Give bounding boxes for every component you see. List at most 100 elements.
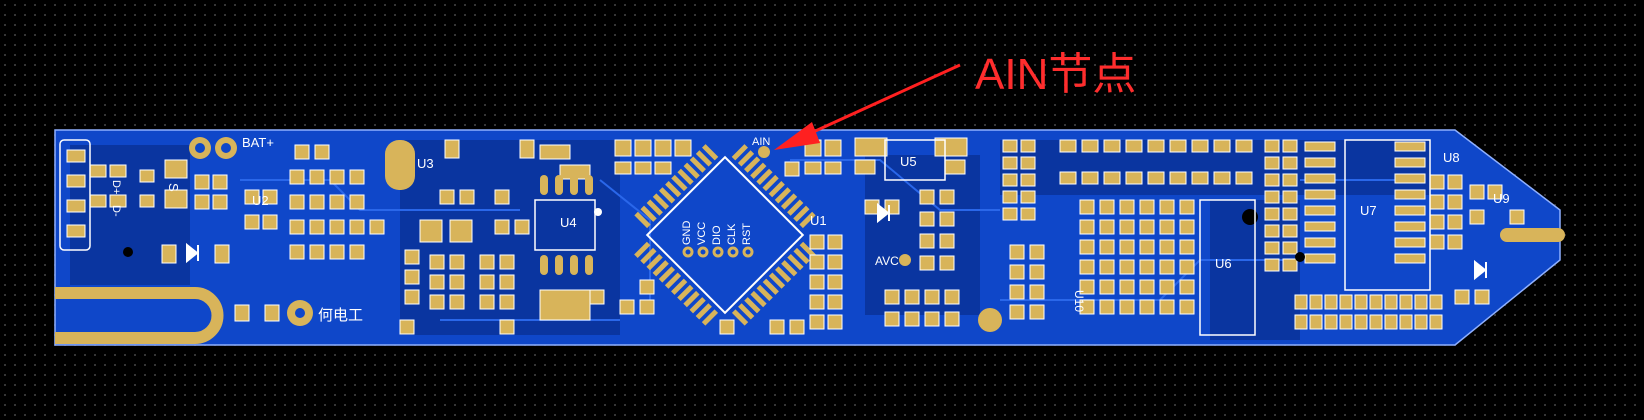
smd-pad bbox=[1282, 156, 1298, 170]
smd-pad bbox=[1399, 314, 1413, 330]
usb-connector-outline bbox=[59, 139, 91, 251]
qfp-pin bbox=[768, 272, 786, 289]
smd-pad bbox=[1324, 314, 1338, 330]
smd-pad bbox=[1384, 314, 1398, 330]
qfp-pin bbox=[689, 156, 706, 173]
qfp-pin bbox=[750, 162, 767, 179]
smd-pad bbox=[1394, 157, 1426, 168]
smd-pad bbox=[1191, 171, 1209, 185]
smd-pad bbox=[1169, 139, 1187, 153]
smd-pad bbox=[1414, 294, 1428, 310]
smd-pad bbox=[1304, 189, 1336, 200]
smd-pad bbox=[1469, 184, 1485, 200]
smd-pad bbox=[1002, 139, 1018, 153]
swd-labels: GND VCC DIO CLK RST bbox=[681, 221, 753, 246]
smd-pad bbox=[1009, 304, 1025, 320]
qfp-pin bbox=[634, 241, 651, 258]
smd-pad bbox=[1429, 174, 1445, 190]
smd-pad bbox=[1354, 314, 1368, 330]
qfp-pin bbox=[652, 193, 670, 210]
smd-pad bbox=[1009, 264, 1025, 280]
smd-pad bbox=[1304, 205, 1336, 216]
smd-pad bbox=[1447, 214, 1463, 230]
smd-pad bbox=[1002, 207, 1018, 221]
smd-pad bbox=[1119, 219, 1135, 235]
smd-pad bbox=[1147, 139, 1165, 153]
label-u4: U4 bbox=[560, 215, 577, 230]
qfp-pin bbox=[787, 199, 804, 216]
qfp-pin bbox=[689, 297, 706, 314]
smd-pad bbox=[1282, 207, 1298, 221]
qfp-pin bbox=[702, 144, 719, 161]
smd-pad bbox=[1235, 139, 1253, 153]
smd-pad bbox=[1119, 199, 1135, 215]
smd-pad bbox=[1304, 237, 1336, 248]
smd-pad bbox=[1139, 299, 1155, 315]
chip-u7-outline bbox=[1344, 139, 1431, 291]
smd-pad bbox=[1159, 239, 1175, 255]
qfp-pin bbox=[762, 174, 779, 192]
smd-pad bbox=[1139, 279, 1155, 295]
smd-pad bbox=[1139, 239, 1155, 255]
label-bat-plus: BAT+ bbox=[242, 135, 274, 150]
smd-pad bbox=[1354, 294, 1368, 310]
smd-pad bbox=[1159, 259, 1175, 275]
smd-pad bbox=[1179, 219, 1195, 235]
smd-pad bbox=[1384, 294, 1398, 310]
smd-pad bbox=[1394, 221, 1426, 232]
smd-pad bbox=[1009, 284, 1025, 300]
smd-pad bbox=[1029, 264, 1045, 280]
smd-pads-middle bbox=[614, 137, 968, 335]
smd-pad bbox=[1139, 219, 1155, 235]
label-clk: CLK bbox=[726, 223, 738, 245]
smd-pad bbox=[1179, 199, 1195, 215]
smd-pad bbox=[1264, 207, 1280, 221]
smd-pad bbox=[1020, 173, 1036, 187]
qfp-pin bbox=[701, 309, 719, 326]
qfp-pin bbox=[774, 266, 792, 283]
smd-pad bbox=[1147, 171, 1165, 185]
smd-pad bbox=[1179, 259, 1195, 275]
qfp-pin bbox=[640, 247, 657, 265]
smd-pad bbox=[1079, 279, 1095, 295]
smd-pad bbox=[1081, 139, 1099, 153]
label-vcc: VCC bbox=[696, 222, 708, 245]
smd-pad bbox=[1264, 241, 1280, 255]
label-u2: U2 bbox=[252, 193, 269, 208]
smd-pad bbox=[1029, 244, 1045, 260]
smd-pad bbox=[1282, 173, 1298, 187]
label-u5: U5 bbox=[900, 154, 917, 169]
label-d-minus: D- bbox=[110, 205, 122, 217]
smd-pad bbox=[1264, 224, 1280, 238]
qfp-pin bbox=[658, 266, 676, 283]
mcu-qfp-u1 bbox=[634, 144, 816, 326]
smd-pad bbox=[1264, 258, 1280, 272]
smd-pad bbox=[1139, 259, 1155, 275]
smd-pad bbox=[1324, 294, 1338, 310]
smd-pad bbox=[1282, 258, 1298, 272]
smd-pad bbox=[1429, 294, 1443, 310]
smd-pad bbox=[1304, 221, 1336, 232]
smd-pad bbox=[1264, 190, 1280, 204]
qfp-pin bbox=[683, 162, 700, 179]
smd-pad bbox=[1002, 173, 1018, 187]
smd-pad bbox=[1079, 239, 1095, 255]
qfp-pin bbox=[799, 241, 816, 258]
smd-pad bbox=[1429, 234, 1445, 250]
mounting-holes bbox=[123, 209, 1305, 262]
smd-pad bbox=[1125, 139, 1143, 153]
qfp-pin bbox=[695, 150, 713, 167]
smd-pad bbox=[1020, 190, 1036, 204]
smd-pad bbox=[1394, 141, 1426, 152]
qfp-pin bbox=[664, 272, 682, 289]
qfp-pin bbox=[780, 193, 798, 210]
smd-pad bbox=[1304, 253, 1336, 264]
qfp-pin bbox=[750, 290, 767, 308]
smd-pad bbox=[1429, 314, 1443, 330]
smd-pad bbox=[1103, 139, 1121, 153]
label-u1: U1 bbox=[810, 213, 827, 228]
qfp-pin bbox=[665, 181, 682, 198]
qfp-pin bbox=[695, 303, 712, 320]
